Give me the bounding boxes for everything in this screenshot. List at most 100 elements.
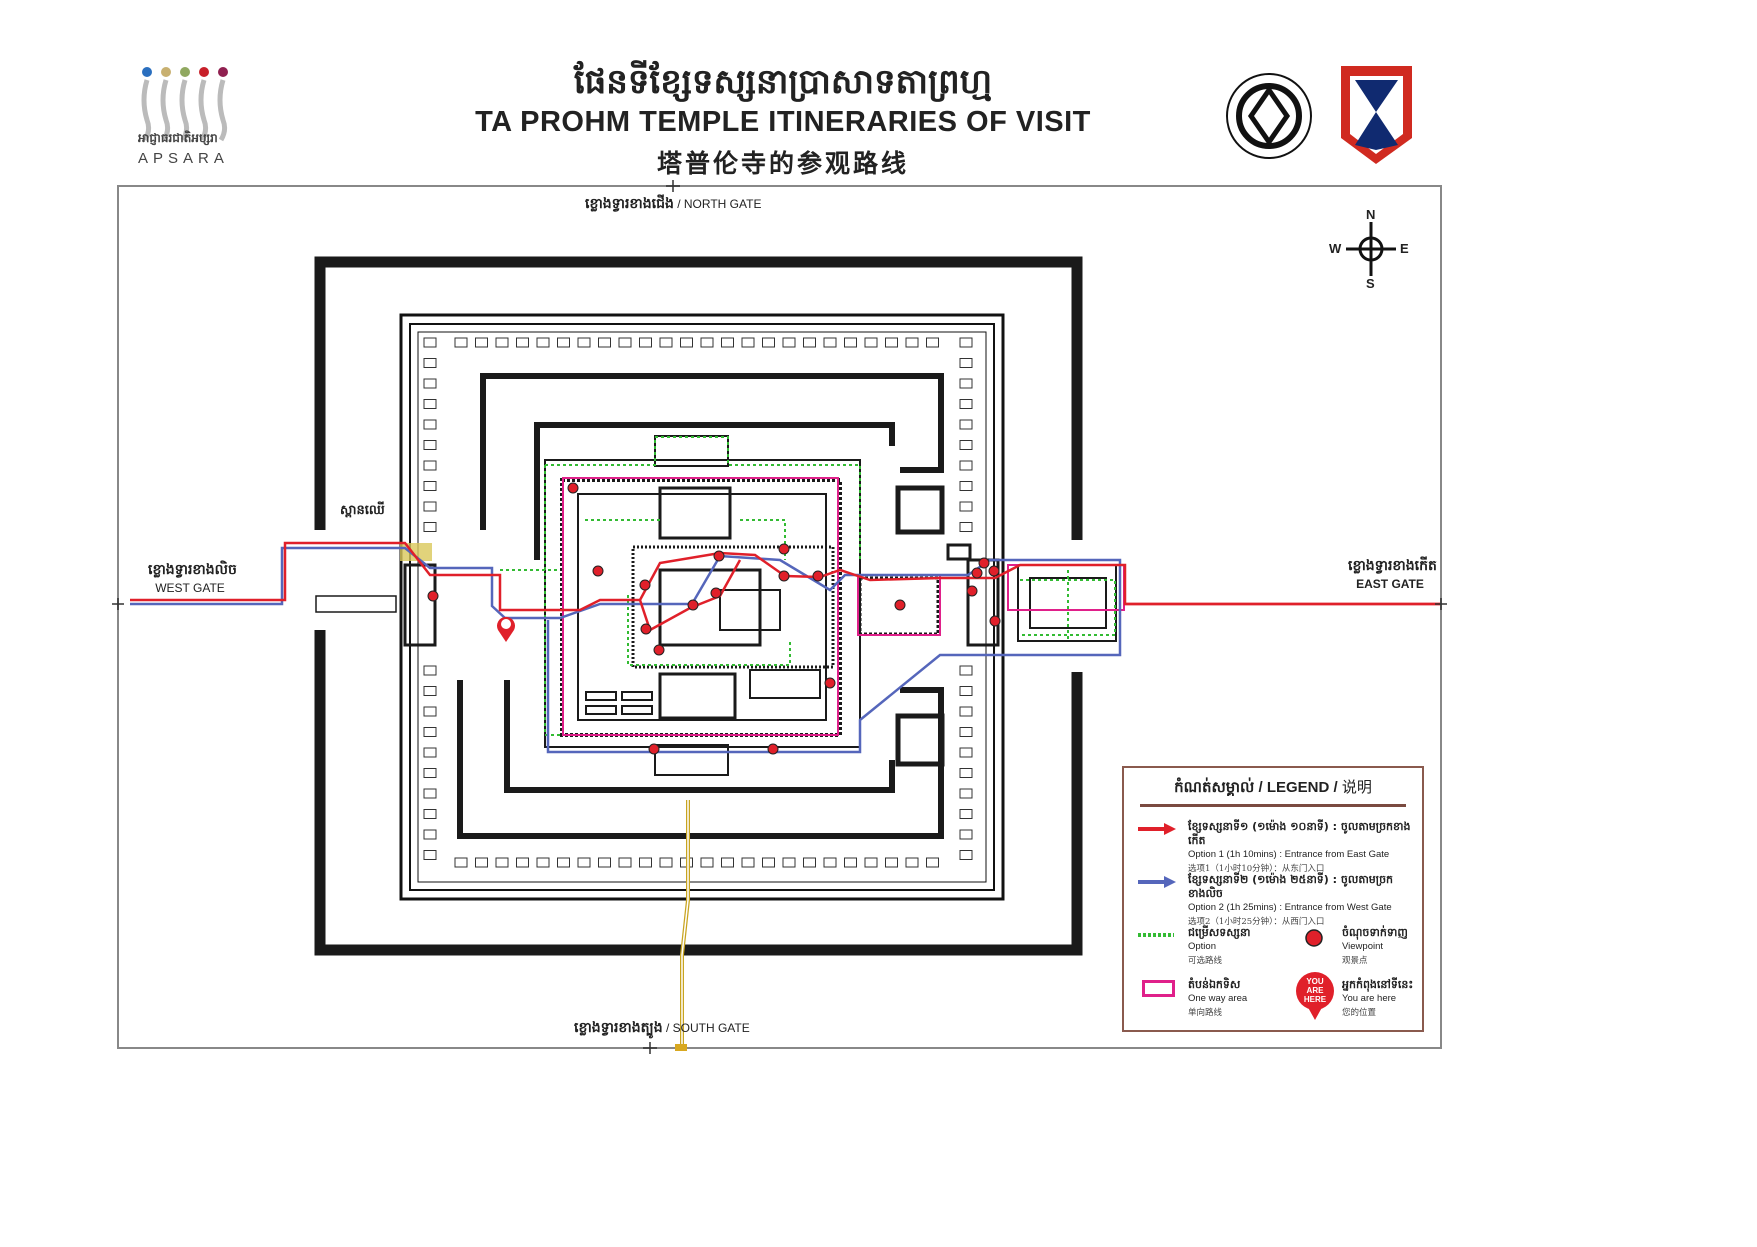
one-way-area-icon xyxy=(1142,980,1175,997)
dentil-mark xyxy=(959,727,973,737)
legend-english: Option xyxy=(1188,941,1216,952)
one-way-areas xyxy=(562,477,1125,736)
legend-title-khmer: កំណត់សម្គាល់ xyxy=(1174,778,1255,796)
shield-emblem xyxy=(1341,66,1412,164)
dentil-mark xyxy=(423,419,437,430)
route-option1 xyxy=(130,541,1440,632)
dentil-mark xyxy=(864,337,878,348)
legend-khmer: តំបន់ឯកទិស xyxy=(1188,978,1241,991)
dentil-mark xyxy=(577,857,591,868)
dentil-mark xyxy=(959,768,973,778)
dentil-mark xyxy=(536,337,550,348)
dentil-mark xyxy=(959,358,973,368)
dentil-mark xyxy=(885,337,898,348)
dentil-mark xyxy=(959,337,973,348)
title-khmer: ផែនទីខ្សែទស្សនាប្រាសាទតាព្រហ្ម xyxy=(573,62,993,102)
dentil-mark xyxy=(577,337,591,348)
legend-divider xyxy=(1140,804,1406,807)
dentil-mark xyxy=(959,747,973,758)
south-gate-english: / SOUTH GATE xyxy=(665,1021,750,1035)
pin-head xyxy=(1296,972,1334,1010)
dentil-mark xyxy=(454,857,468,868)
legend-khmer: ចំណុចទាក់ទាញ xyxy=(1342,926,1408,939)
dentil-mark xyxy=(959,481,973,491)
map-frame xyxy=(117,185,1442,1049)
you-are-here-marker-text: YOU ARE HERE xyxy=(1303,977,1327,1004)
dentil-mark xyxy=(423,378,437,389)
legend-item-option1: ខ្សែទស្សនាទី១ (១ម៉ោង ១០នាទី) : ចូលតាមច្រ… xyxy=(1188,820,1422,876)
compass-s: S xyxy=(1366,276,1375,291)
dentil-mark xyxy=(959,399,973,409)
dentil-mark xyxy=(423,788,437,799)
dentil-mark xyxy=(823,337,837,348)
legend: កំណត់សម្គាល់ / LEGEND / 说明 ខ្សែទស្សនាទី១… xyxy=(1122,766,1424,1032)
legend-item-option2: ខ្សែទស្សនាទី២ (១ម៉ោង ២៥នាទី) : ចូលតាមច្រ… xyxy=(1188,873,1422,929)
legend-english: Option 1 (1h 10mins) : Entrance from Eas… xyxy=(1188,849,1390,860)
dentil-mark xyxy=(782,337,796,348)
dentil-mark xyxy=(423,727,437,737)
dentil-mark xyxy=(423,850,437,860)
dentil-mark xyxy=(639,337,652,348)
world-heritage-emblem xyxy=(1226,73,1312,159)
dentil-mark xyxy=(423,501,437,512)
dentil-mark xyxy=(659,857,673,868)
viewpoint-marker xyxy=(971,567,983,579)
legend-english: You are here xyxy=(1342,993,1397,1004)
dentil-mark xyxy=(864,857,878,868)
north-gate-label: ខ្លោងទ្វារខាងជើង / NORTH GATE xyxy=(585,194,761,215)
viewpoint-marker xyxy=(988,565,1000,577)
dentil-mark xyxy=(959,788,973,799)
dentil-mark xyxy=(557,857,570,868)
title-chinese: 塔普伦寺的参观路线 xyxy=(656,149,909,178)
north-gate-english: / NORTH GATE xyxy=(677,197,762,211)
dentil-mark xyxy=(423,686,437,696)
dentil-mark xyxy=(423,522,437,532)
legend-chinese: 单向路线 xyxy=(1188,1008,1223,1018)
dentil-mark xyxy=(423,337,437,348)
red-arrow-icon xyxy=(1138,823,1176,835)
dentil-mark xyxy=(959,850,973,860)
viewpoint-marker xyxy=(894,599,906,611)
legend-title-english: / LEGEND / xyxy=(1258,779,1338,796)
viewpoint-marker xyxy=(567,482,579,494)
dentil-mark xyxy=(423,460,437,471)
legend-chinese: 选项1（1小时10分钟）：从东门入口 xyxy=(1188,864,1325,874)
legend-chinese: 观景点 xyxy=(1342,956,1368,966)
legend-item-option: ជម្រើសទស្សនា Option 可选路线 xyxy=(1188,926,1250,968)
viewpoints xyxy=(427,482,1001,755)
viewpoint-marker xyxy=(687,599,699,611)
dentil-mark xyxy=(475,857,488,868)
compass-rose-icon xyxy=(1346,222,1396,276)
dentil-mark xyxy=(782,857,796,868)
west-gate-khmer: ខ្លោងទ្វារខាងលិច xyxy=(148,562,237,578)
dentil-mark xyxy=(844,857,857,868)
outer-enclosure xyxy=(399,313,1005,901)
viewpoint-marker xyxy=(427,590,439,602)
viewpoint-marker xyxy=(824,677,836,689)
blue-arrow-icon xyxy=(1138,876,1176,888)
viewpoint-marker xyxy=(978,557,990,569)
dentil-mark xyxy=(423,829,437,840)
dentil-mark xyxy=(423,809,437,819)
dentil-mark xyxy=(516,857,529,868)
south-gate-label: ខ្លោងទ្វារខាងត្បូង / SOUTH GATE xyxy=(574,1018,750,1039)
viewpoint-marker xyxy=(778,570,790,582)
viewpoint-marker xyxy=(640,623,652,635)
dentil-mark xyxy=(803,857,816,868)
apsara-name: APSARA xyxy=(138,150,229,167)
legend-english: One way area xyxy=(1188,993,1248,1004)
dentil-mark xyxy=(926,857,939,868)
west-gate-label: ខ្លោងទ្វារខាងលិច WEST GATE xyxy=(148,560,237,595)
dentil-mark xyxy=(423,747,437,758)
dentil-mark xyxy=(516,337,529,348)
dentil-mark xyxy=(598,337,611,348)
viewpoint-marker xyxy=(639,579,651,591)
viewpoint-dot-icon xyxy=(1305,929,1323,947)
west-gate-english: WEST GATE xyxy=(155,581,225,595)
dentil-mark xyxy=(423,358,437,368)
dentil-mark xyxy=(721,857,734,868)
dentil-mark xyxy=(423,481,437,491)
east-gate-english: EAST GATE xyxy=(1356,577,1424,591)
dentil-mark xyxy=(618,337,632,348)
